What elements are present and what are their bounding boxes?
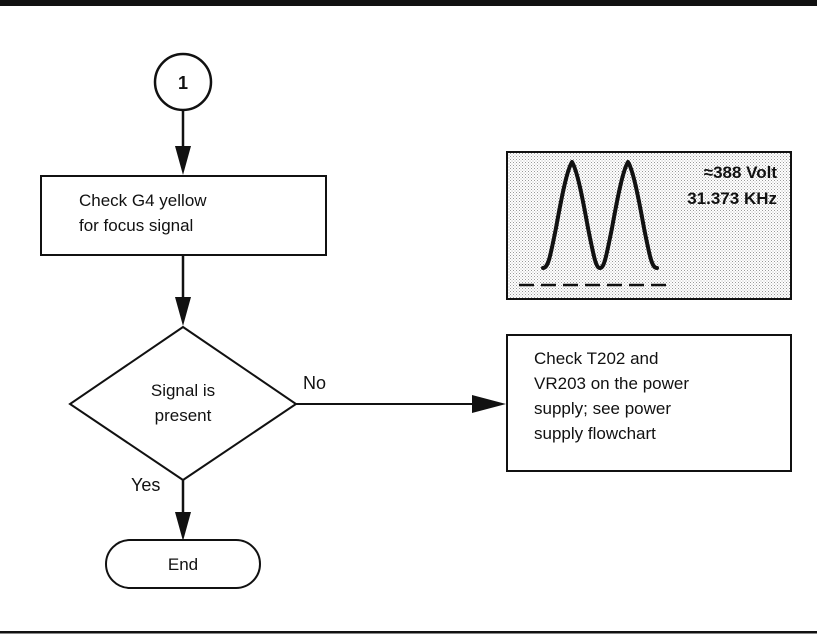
decision-line-1: Signal is — [151, 381, 215, 400]
waveform-panel: ≈388 Volt 31.373 KHz — [506, 151, 792, 300]
waveform-trace — [541, 160, 659, 270]
signal-present-decision: Signal is present — [68, 325, 298, 482]
end-terminal: End — [105, 539, 261, 589]
arrow-check-to-decision — [175, 255, 191, 326]
power-box-line-2: VR203 on the power — [534, 374, 689, 393]
connector-label: 1 — [178, 73, 188, 93]
top-rule — [0, 0, 817, 6]
end-label: End — [168, 555, 198, 574]
check-g4-line-1: Check G4 yellow — [79, 191, 207, 210]
arrow-connector-to-check — [175, 110, 191, 175]
no-label: No — [303, 373, 326, 393]
arrow-decision-to-end — [175, 480, 191, 541]
yes-label: Yes — [131, 475, 160, 495]
arrow-decision-to-power — [296, 395, 506, 413]
waveform-voltage: ≈388 Volt — [704, 163, 778, 182]
bottom-rule — [0, 631, 817, 634]
power-box-line-1: Check T202 and — [534, 349, 658, 368]
check-g4-box: Check G4 yellow for focus signal — [40, 175, 327, 256]
waveform-frequency: 31.373 KHz — [687, 189, 777, 208]
check-power-box: Check T202 and VR203 on the power supply… — [506, 334, 792, 472]
decision-line-2: present — [155, 406, 212, 425]
power-box-line-3: supply; see power — [534, 399, 671, 418]
check-g4-line-2: for focus signal — [79, 216, 193, 235]
power-box-line-4: supply flowchart — [534, 424, 656, 443]
connector-circle: 1 — [153, 52, 213, 112]
